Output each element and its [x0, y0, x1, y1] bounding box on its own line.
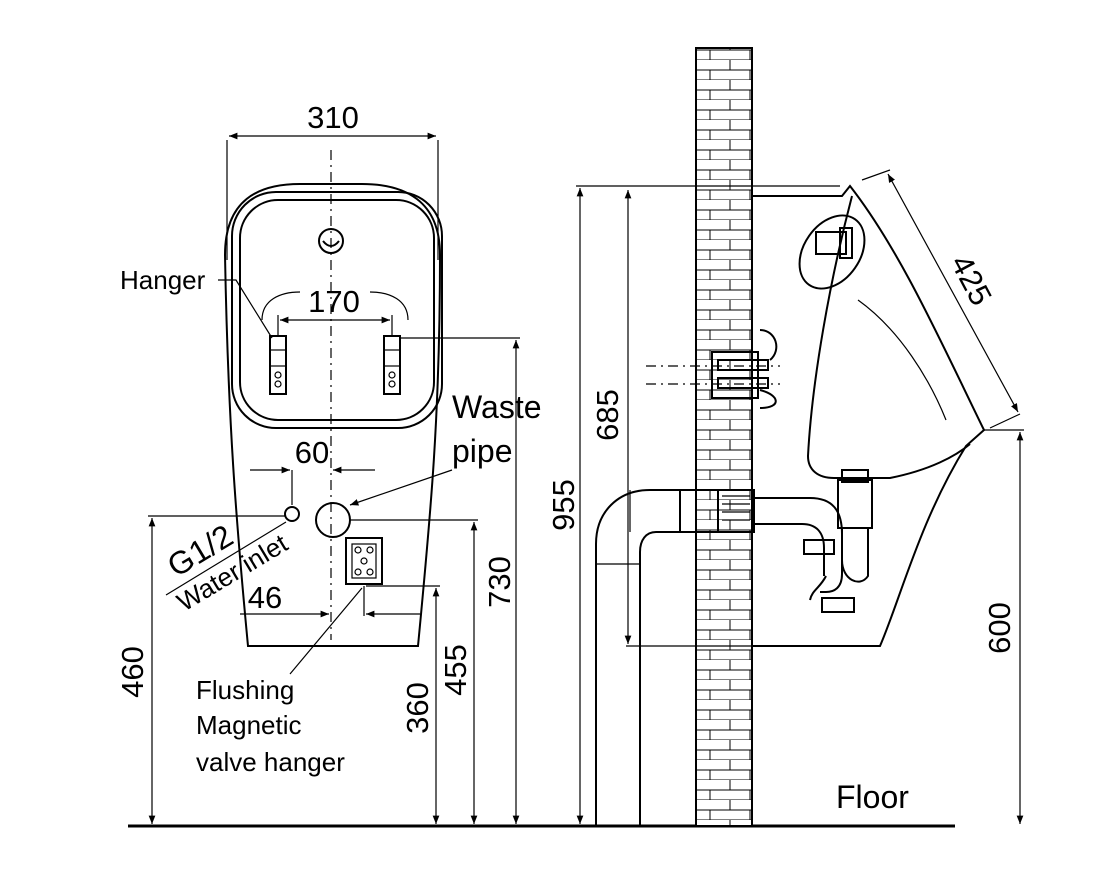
waste-pipe-opening: [315, 502, 351, 538]
water-inlet-opening: [284, 506, 300, 522]
dim-rim-height: 600: [982, 602, 1017, 654]
dim-width: 310: [307, 100, 359, 135]
spreader-icon: [318, 228, 344, 254]
dim-side-body-height: 685: [590, 389, 625, 441]
label-flushing-2: Magnetic: [196, 710, 302, 740]
side-trap: [679, 469, 873, 613]
label-hanger: Hanger: [120, 265, 206, 295]
dim-inlet-offset: 60: [295, 435, 329, 470]
side-view: 955 685: [546, 47, 1024, 827]
dim-valve-hanger-height: 360: [400, 682, 435, 734]
side-body-outline: [752, 184, 986, 647]
front-view: 310 170 Hanger 60 Waste pipe G1/2 Water …: [115, 100, 542, 824]
front-body-outline: [223, 183, 442, 647]
dim-valve-offset: 46: [248, 580, 282, 615]
dim-hanger-spacing: 170: [308, 284, 360, 319]
hanger-right-icon: [383, 335, 401, 395]
side-spreader-fitting-icon: [815, 227, 853, 259]
label-floor: Floor: [836, 779, 909, 815]
label-waste-pipe-1: Waste: [452, 389, 542, 425]
side-spreader: [798, 214, 866, 290]
dim-total-height: 955: [546, 479, 581, 531]
dim-hanger-height: 730: [482, 556, 517, 608]
wall-bolts: [646, 329, 780, 409]
front-bowl-rim-outer: [231, 191, 443, 429]
spreader-detail: [322, 240, 340, 247]
valve-hanger-icon: [345, 537, 383, 585]
side-bowl-inner: [806, 195, 971, 479]
dim-depth-diagonal: 425: [944, 249, 999, 311]
dim-inlet-height: 460: [115, 646, 150, 698]
dim-waste-height: 455: [438, 644, 473, 696]
brick-wall: [695, 47, 753, 827]
front-bowl-rim-inner: [239, 199, 435, 421]
label-flushing-1: Flushing: [196, 675, 294, 705]
hanger-left-icon: [269, 335, 287, 395]
label-waste-pipe-2: pipe: [452, 433, 513, 469]
side-bowl-curve: [857, 299, 947, 421]
label-flushing-3: valve hanger: [196, 747, 345, 777]
drain-pipe: [595, 489, 680, 826]
